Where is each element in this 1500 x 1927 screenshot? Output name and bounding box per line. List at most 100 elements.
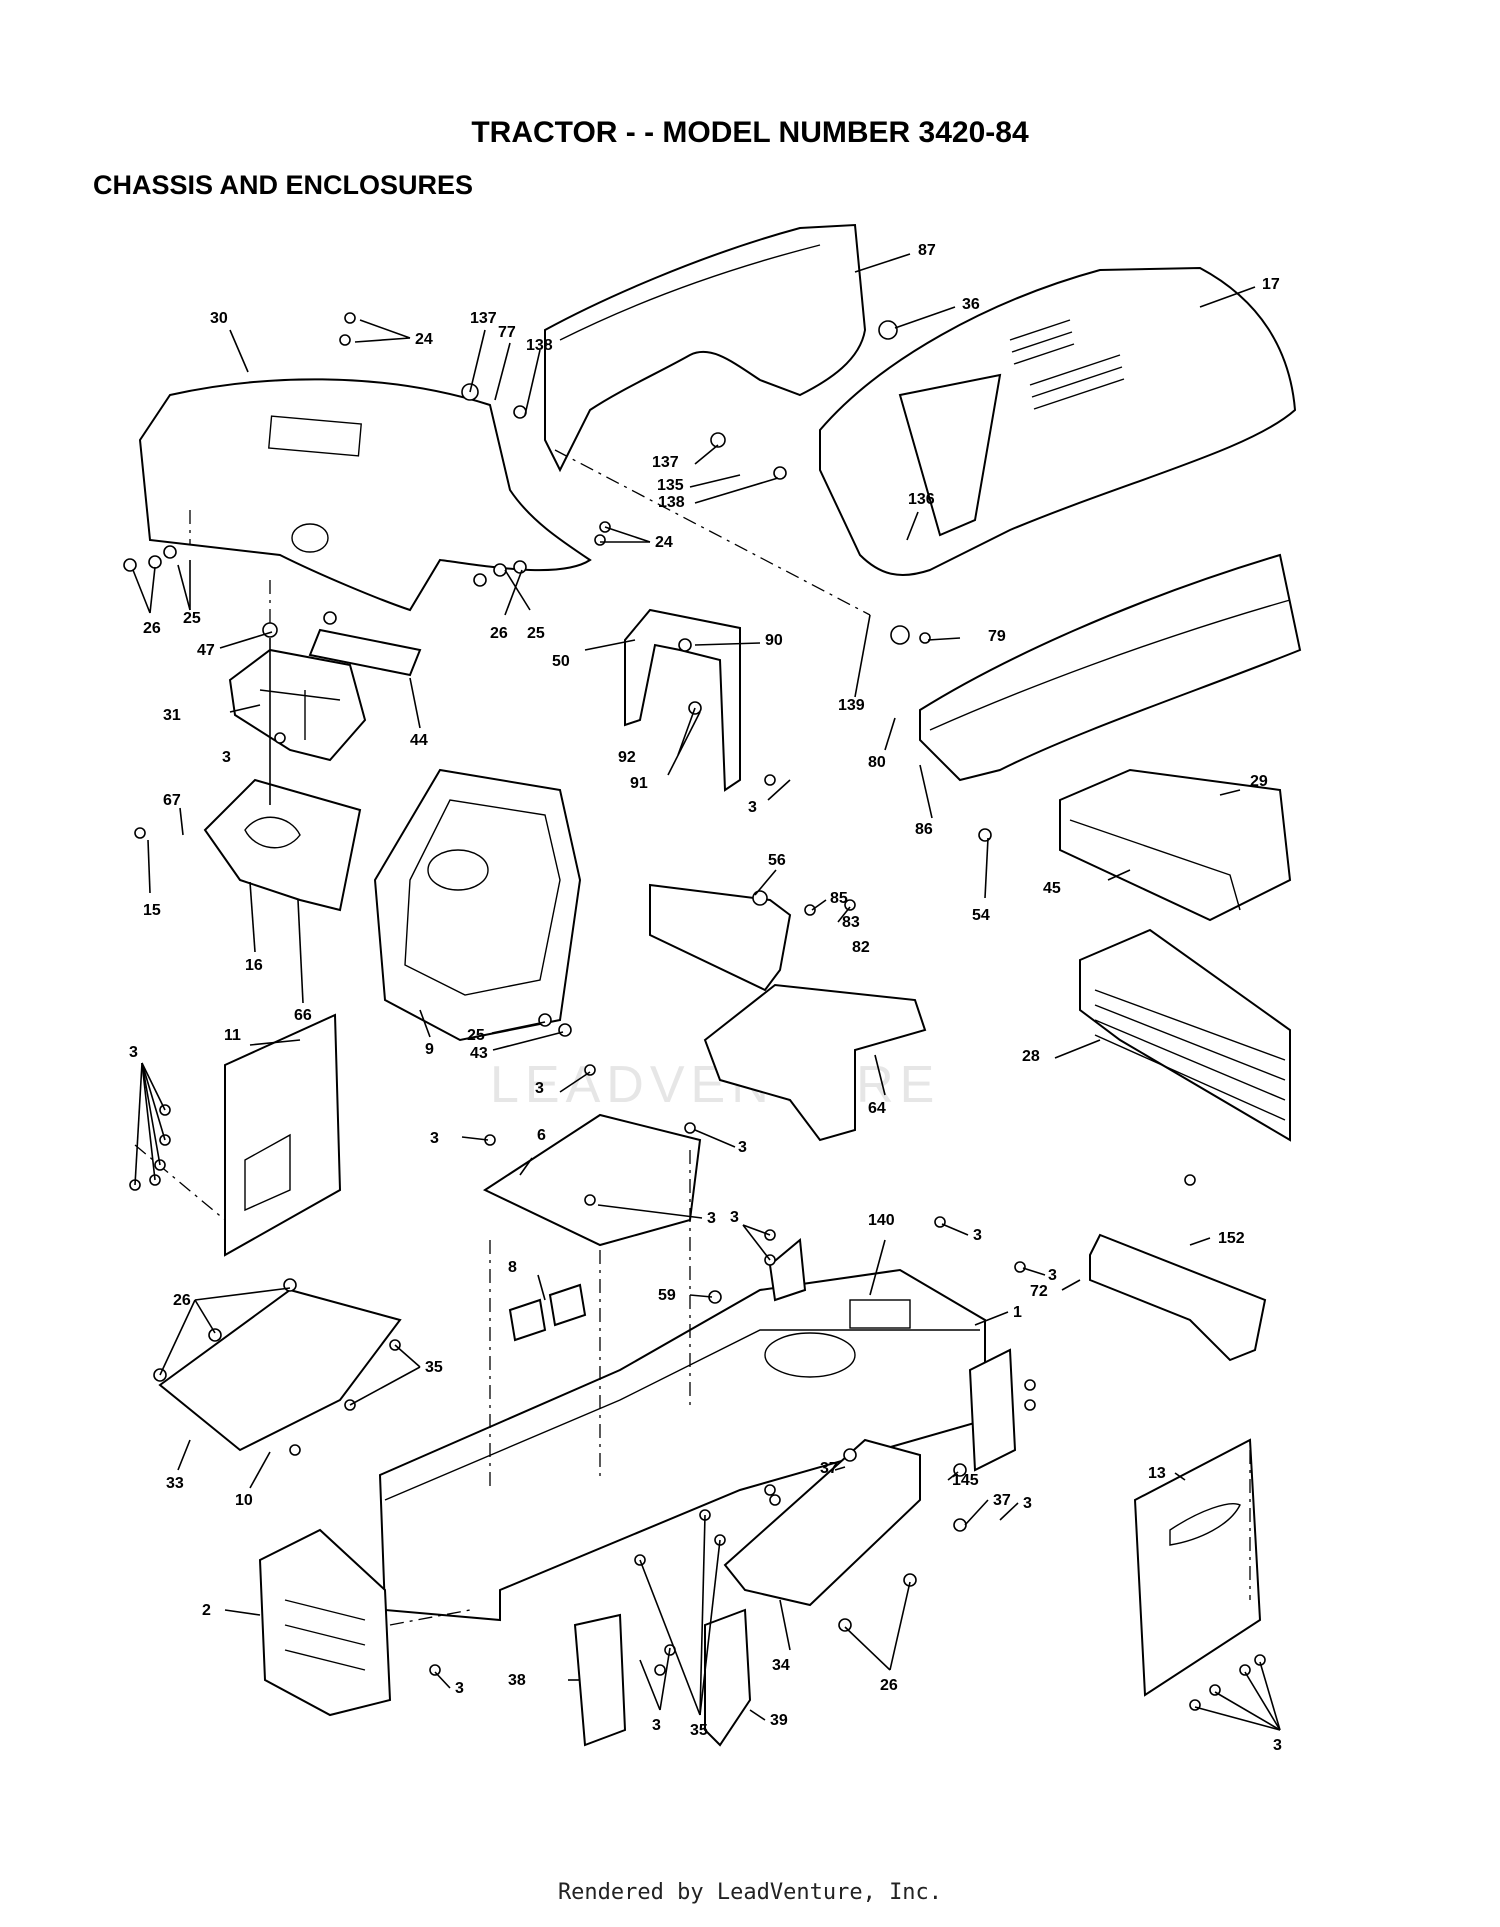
callout-8: 8 — [508, 1259, 517, 1276]
callout-145: 145 — [952, 1472, 979, 1489]
fasteners — [123, 312, 1266, 1711]
callout-66: 66 — [294, 1007, 312, 1024]
callout-3: 3 — [1048, 1267, 1057, 1284]
part-87-side-panel — [544, 223, 867, 473]
callout-79: 79 — [988, 628, 1006, 645]
callout-26: 26 — [490, 625, 508, 642]
callout-17: 17 — [1262, 276, 1280, 293]
callout-137: 137 — [470, 310, 497, 327]
callout-54: 54 — [972, 907, 990, 924]
part-64-mount — [703, 983, 927, 1142]
part-9-console — [373, 768, 582, 1042]
callout-43: 43 — [470, 1045, 488, 1062]
callout-3: 3 — [129, 1044, 138, 1061]
callout-2: 2 — [202, 1602, 211, 1619]
callout-9: 9 — [425, 1041, 434, 1058]
callout-92: 92 — [618, 749, 636, 766]
callout-3: 3 — [652, 1717, 661, 1734]
callout-135: 135 — [657, 477, 684, 494]
callout-45: 45 — [1043, 880, 1061, 897]
callout-3: 3 — [222, 749, 231, 766]
callout-85: 85 — [830, 890, 848, 907]
part-13-side-plate — [1133, 1438, 1262, 1697]
part-28-grille — [1079, 928, 1291, 1142]
callout-28: 28 — [1022, 1048, 1040, 1065]
part-56-bracket — [649, 883, 792, 992]
callout-30: 30 — [210, 310, 228, 327]
part-17-hood — [819, 266, 1297, 576]
callout-24: 24 — [655, 534, 673, 551]
part-6-floor-plate — [482, 1113, 702, 1247]
callout-6: 6 — [537, 1127, 546, 1144]
callout-29: 29 — [1250, 773, 1268, 790]
callout-3: 3 — [430, 1130, 439, 1147]
callout-38: 38 — [508, 1672, 526, 1689]
assembly-lines — [134, 449, 1251, 1626]
part-33-footrest — [158, 1288, 402, 1452]
part-30-dash-panel — [138, 378, 592, 612]
callout-3: 3 — [730, 1209, 739, 1226]
callout-25: 25 — [527, 625, 545, 642]
callout-64: 64 — [868, 1100, 886, 1117]
callout-91: 91 — [630, 775, 648, 792]
section-title: CHASSIS AND ENCLOSURES — [93, 170, 474, 200]
callout-82: 82 — [852, 939, 870, 956]
callout-39: 39 — [770, 1712, 788, 1729]
callout-87: 87 — [918, 242, 936, 259]
callout-26: 26 — [143, 620, 161, 637]
callout-15: 15 — [143, 902, 161, 919]
callout-44: 44 — [410, 732, 428, 749]
callout-3: 3 — [535, 1080, 544, 1097]
callout-16: 16 — [245, 957, 263, 974]
callout-152: 152 — [1218, 1230, 1245, 1247]
callout-34: 34 — [772, 1657, 790, 1674]
callout-1: 1 — [1013, 1304, 1022, 1321]
part-11-side-plate — [224, 1013, 342, 1257]
callout-86: 86 — [915, 821, 933, 838]
callout-25: 25 — [467, 1027, 485, 1044]
part-44-plate — [308, 628, 422, 677]
callout-35: 35 — [425, 1359, 443, 1376]
callout-36: 36 — [962, 296, 980, 313]
part-31-bracket — [228, 648, 367, 762]
part-39-bracket — [704, 1608, 752, 1747]
callout-56: 56 — [768, 852, 786, 869]
callout-10: 10 — [235, 1492, 253, 1509]
callout-3: 3 — [748, 799, 757, 816]
callout-25: 25 — [183, 610, 201, 627]
page-title: TRACTOR - - MODEL NUMBER 3420-84 — [471, 116, 1029, 149]
callout-37: 37 — [993, 1492, 1011, 1509]
callout-77: 77 — [498, 324, 516, 341]
callout-138: 138 — [526, 337, 553, 354]
callout-35: 35 — [690, 1722, 708, 1739]
part-66-cover — [203, 778, 362, 912]
callout-72: 72 — [1030, 1283, 1048, 1300]
callout-139: 139 — [838, 697, 865, 714]
part-38-bracket — [573, 1613, 627, 1747]
callout-3: 3 — [738, 1139, 747, 1156]
callout-83: 83 — [842, 914, 860, 931]
callout-67: 67 — [163, 792, 181, 809]
callout-136: 136 — [908, 491, 935, 508]
callout-leaders — [132, 253, 1281, 1731]
callout-labels: 87 36 17 137 77 138 30 24 137 135 138 13… — [129, 242, 1282, 1754]
part-72-bracket — [1089, 1233, 1267, 1362]
callout-3: 3 — [455, 1680, 464, 1697]
callout-137: 137 — [652, 454, 679, 471]
callout-80: 80 — [868, 754, 886, 771]
part-140-bracket — [768, 1238, 1017, 1472]
callout-47: 47 — [197, 642, 215, 659]
callout-3: 3 — [1023, 1495, 1032, 1512]
callout-11: 11 — [224, 1027, 241, 1044]
callout-37: 37 — [820, 1460, 838, 1477]
callout-33: 33 — [166, 1475, 184, 1492]
callout-3: 3 — [1273, 1737, 1282, 1754]
part-1-main-frame — [378, 1268, 986, 1622]
callout-24: 24 — [415, 331, 433, 348]
callout-3: 3 — [973, 1227, 982, 1244]
part-8-clips — [508, 1283, 587, 1342]
part-50-dash-bracket — [624, 608, 741, 792]
callout-26: 26 — [173, 1292, 191, 1309]
callout-50: 50 — [552, 653, 570, 670]
